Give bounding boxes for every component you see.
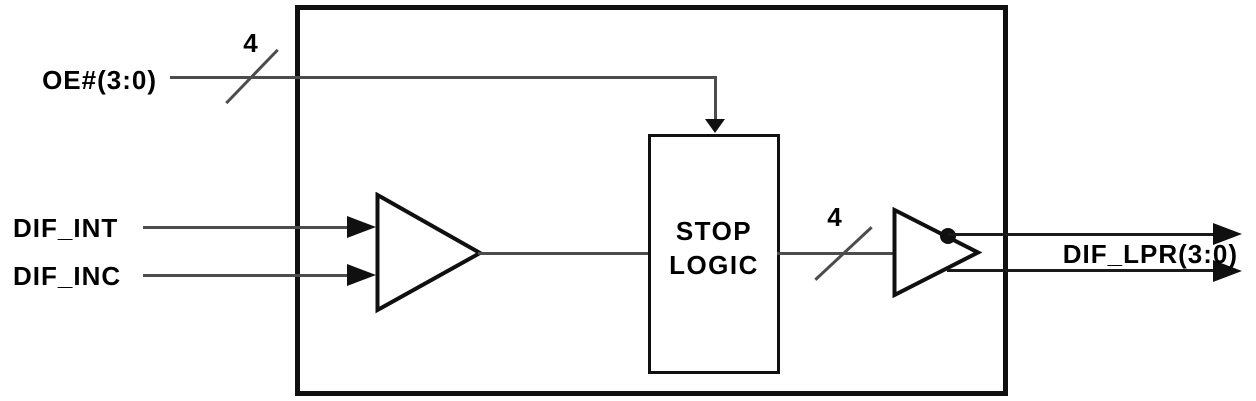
arrowhead-output-upper-icon [1213,223,1242,245]
label-bus-width-oe: 4 [243,28,259,58]
arrowhead-dif-int-icon [347,216,376,238]
wire-dif-int [143,226,348,229]
arrowhead-output-lower-icon [1213,260,1242,282]
wire-stop-to-output [777,252,896,255]
stop-logic-label-line2: LOGIC [669,250,759,280]
stop-logic-block: STOP LOGIC [648,134,780,374]
wire-output-upper [948,233,1214,236]
wire-output-lower [947,269,1214,272]
stop-logic-label-line1: STOP [675,216,753,246]
input-buffer-icon [375,192,485,314]
label-oe: OE#(3:0) [42,65,157,95]
wire-dif-inc [143,274,348,277]
arrowhead-dif-inc-icon [347,264,376,286]
output-buffer-icon [892,207,982,298]
label-bus-width-output: 4 [827,202,843,232]
wire-oe-horizontal [170,76,716,79]
label-dif-lpr: DIF_LPR(3:0) [1062,239,1238,269]
arrowhead-oe-down-icon [705,119,725,133]
chip-boundary-box [295,5,1008,396]
label-dif-inc: DIF_INC [13,261,122,291]
output-tap-dot-icon [940,228,956,244]
wire-oe-vertical [714,76,717,121]
label-dif-int: DIF_INT [13,213,119,243]
wire-buffer-to-stop [478,252,651,255]
